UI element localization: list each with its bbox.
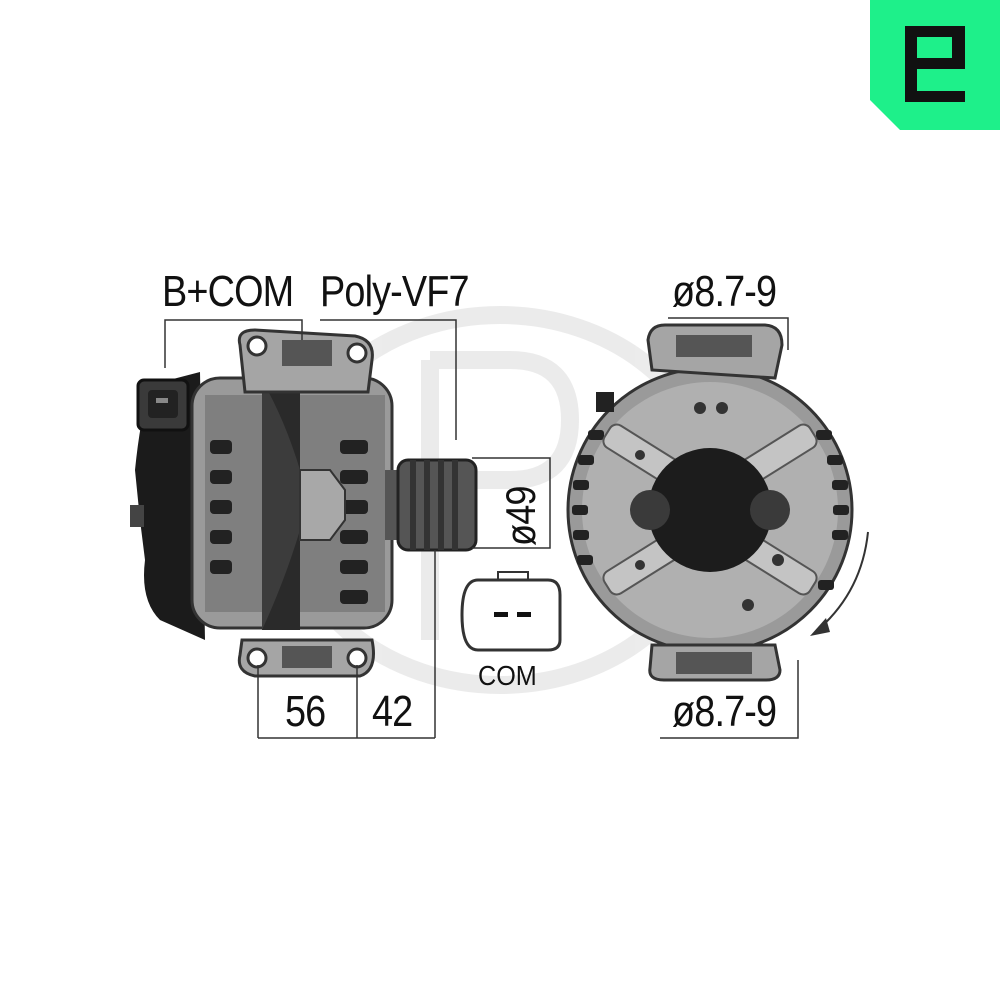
dimension-lines-right (660, 317, 799, 739)
com-connector-icon (460, 571, 562, 652)
alternator-side-view (130, 328, 478, 678)
b-com-label: B+COM (162, 267, 294, 316)
rotation-direction-arrow-icon (810, 531, 869, 636)
connector-label: COM (478, 660, 537, 691)
mount-bottom-diameter-label: ø8.7-9 (672, 687, 777, 736)
pulley-icon (396, 458, 478, 552)
brand-logo (870, 0, 1000, 130)
dimension-56-label: 56 (285, 687, 326, 736)
b-com-plug-icon (136, 378, 190, 432)
dimension-lines-left (164, 319, 551, 739)
alternator-front-view (566, 323, 854, 682)
pulley-diameter-label: ø49 (497, 486, 544, 546)
mount-top-diameter-label: ø8.7-9 (672, 267, 777, 316)
pulley-type-label: Poly-VF7 (320, 267, 470, 316)
logo-letter-e-icon (905, 26, 965, 102)
dimension-42-label: 42 (372, 687, 413, 736)
